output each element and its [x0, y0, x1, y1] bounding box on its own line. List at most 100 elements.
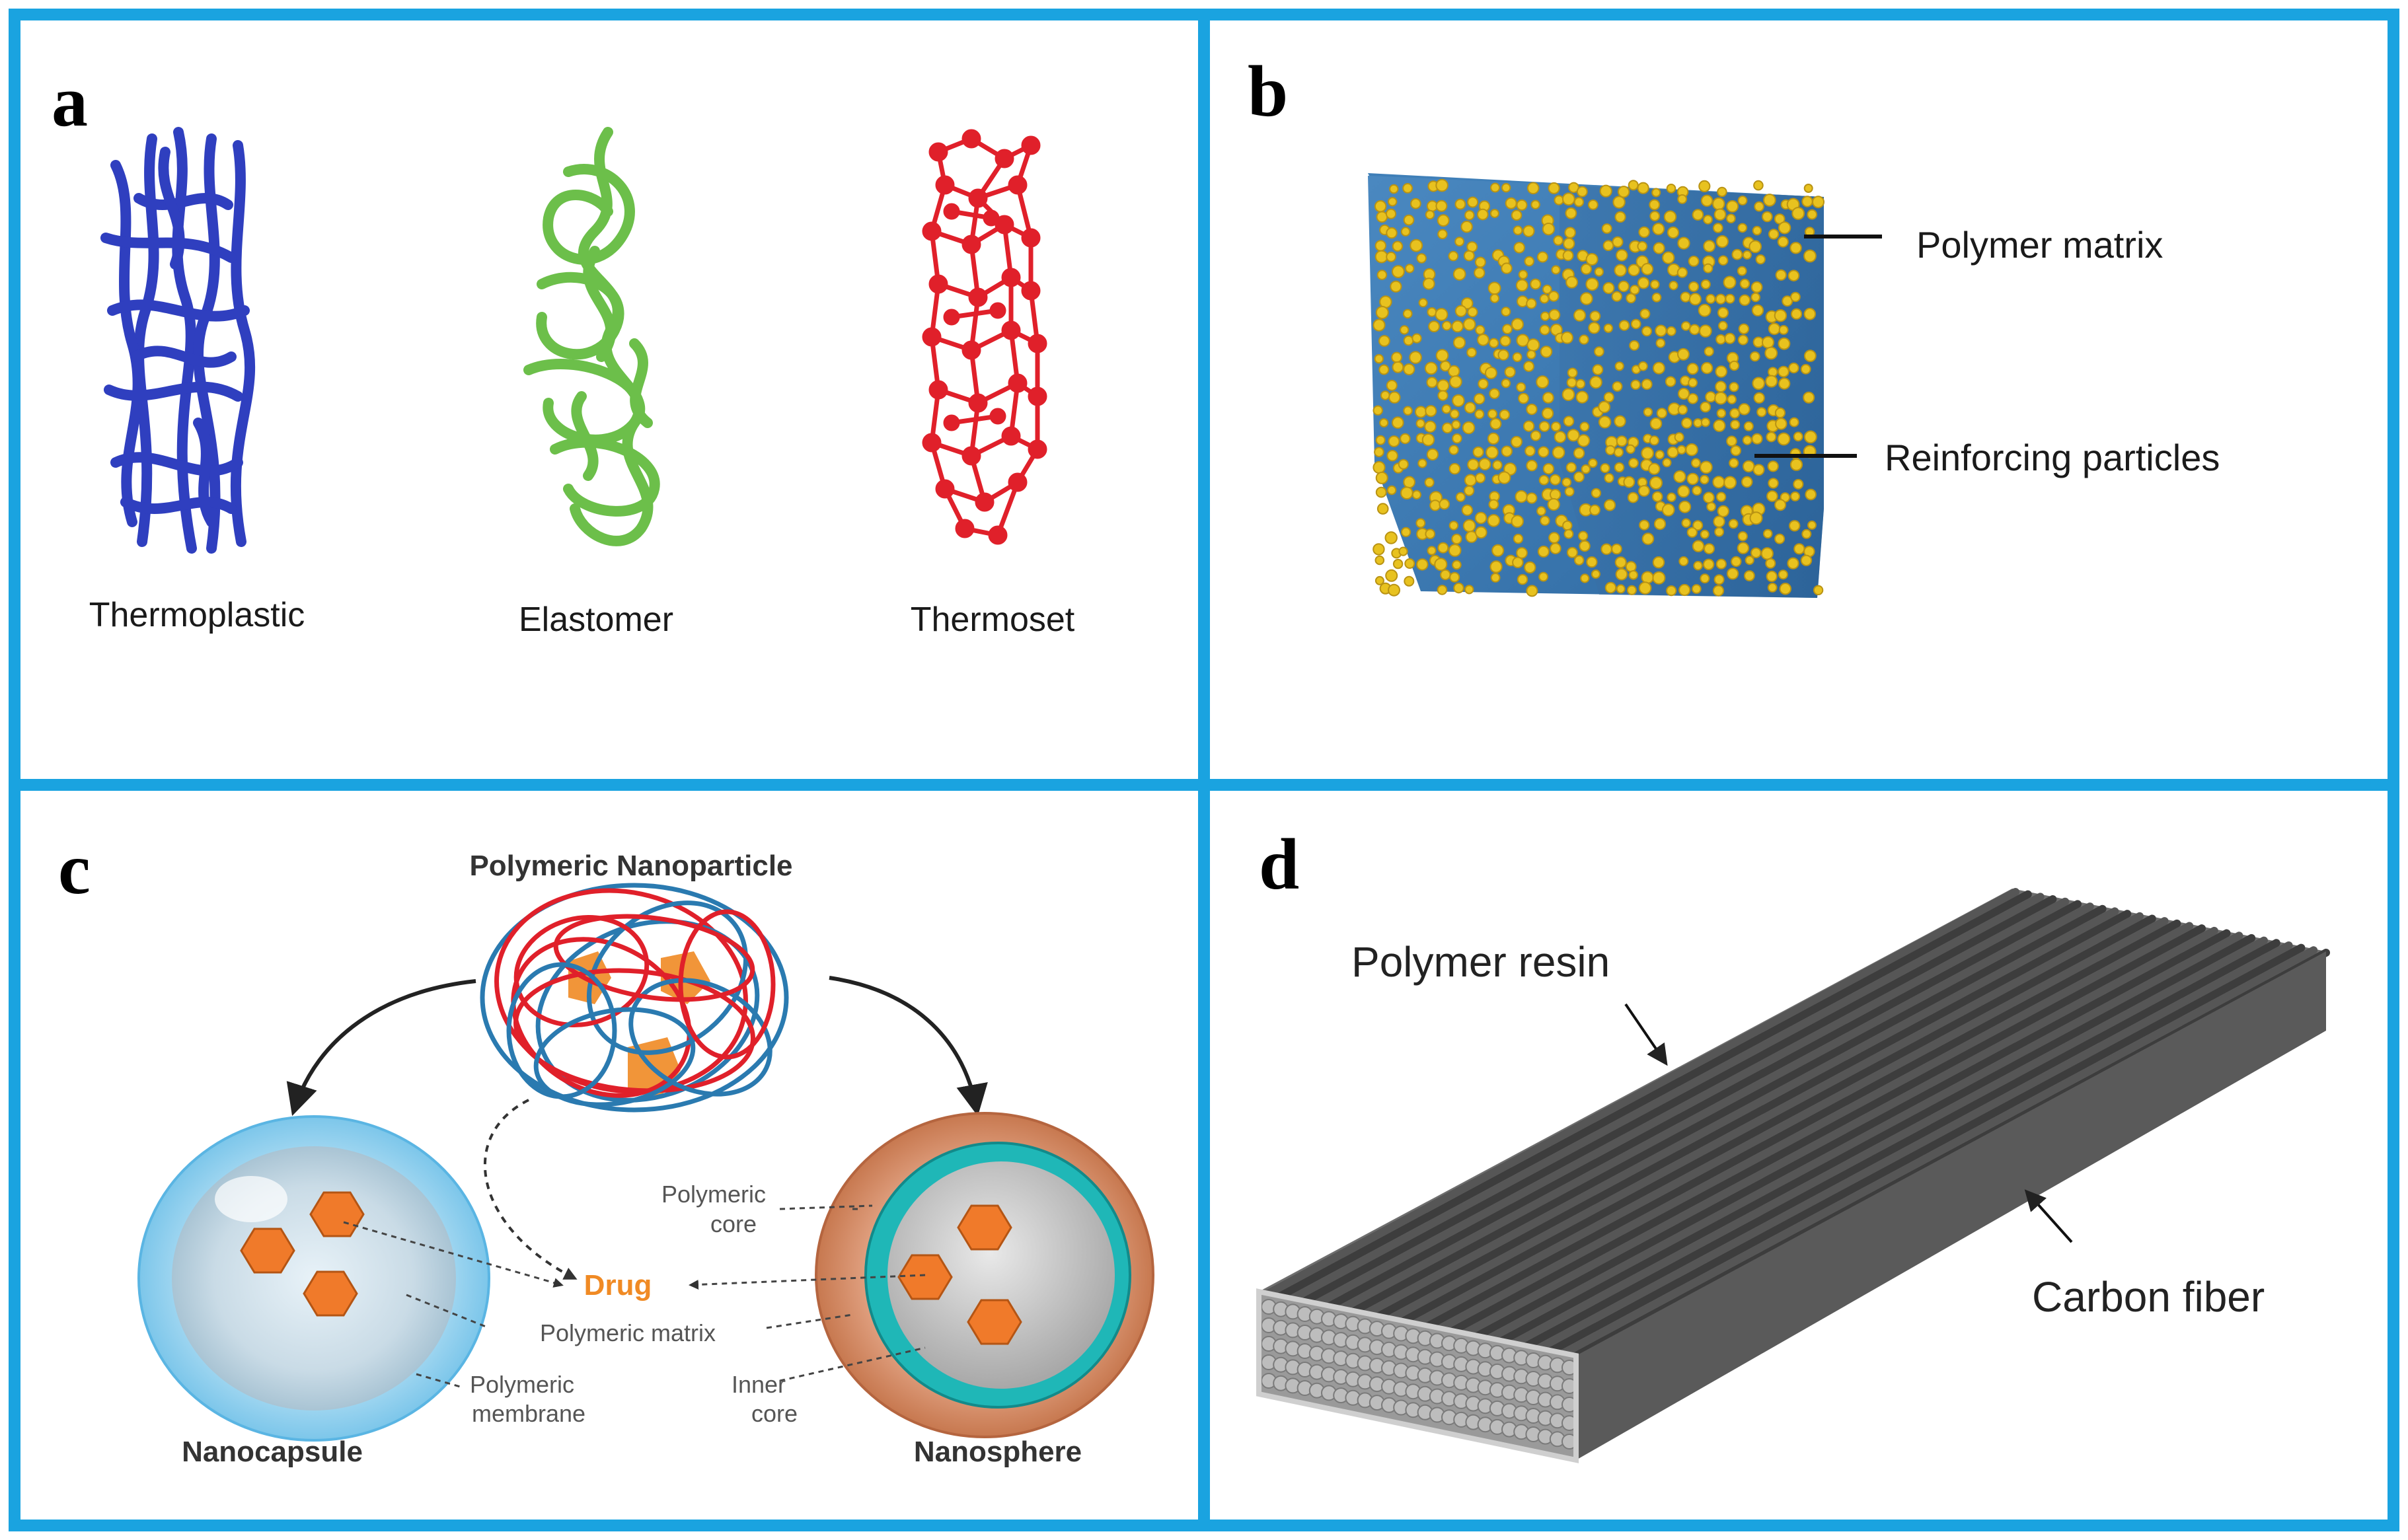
particle	[1703, 240, 1715, 252]
particle	[1750, 547, 1762, 558]
particle	[1548, 309, 1561, 321]
particle	[1681, 321, 1691, 331]
particle	[1793, 543, 1805, 555]
particle	[1639, 309, 1651, 319]
particle	[1666, 184, 1676, 194]
particle	[1641, 326, 1653, 337]
carbon-fiber	[1423, 919, 2181, 1331]
particle	[1402, 183, 1413, 194]
particle	[1598, 416, 1612, 429]
particle	[1497, 471, 1511, 484]
particle	[1751, 304, 1764, 316]
particle	[1467, 307, 1478, 318]
particle	[1738, 323, 1750, 334]
particle	[1516, 547, 1528, 559]
particle	[1663, 210, 1677, 223]
particle	[1603, 392, 1614, 403]
particle	[1778, 365, 1789, 378]
particle	[1704, 346, 1714, 357]
particle	[1718, 320, 1728, 331]
particle	[1638, 485, 1650, 497]
particle	[1501, 183, 1511, 193]
particle	[1693, 418, 1703, 428]
particle	[1442, 320, 1452, 331]
particle	[1374, 555, 1385, 566]
particle	[1530, 430, 1542, 441]
particle	[1666, 585, 1677, 597]
particle	[1627, 492, 1639, 503]
particle	[1741, 476, 1753, 488]
particle	[1791, 207, 1805, 220]
particle	[1530, 200, 1540, 209]
particle	[1573, 471, 1585, 483]
particle	[1693, 561, 1703, 571]
particle	[1744, 570, 1755, 581]
particle	[1526, 298, 1537, 309]
particle	[1526, 585, 1538, 597]
particle	[1581, 263, 1592, 275]
particle	[1428, 320, 1441, 333]
particle	[1625, 561, 1637, 573]
particle	[1774, 533, 1786, 544]
particle	[1628, 570, 1638, 580]
particle	[1703, 492, 1715, 504]
particle	[1515, 279, 1528, 292]
particle	[1552, 446, 1565, 459]
particle	[1652, 223, 1665, 235]
particle	[1639, 519, 1650, 531]
particle	[1756, 407, 1767, 418]
label-nanosphere: Nanosphere	[914, 1436, 1082, 1468]
particle	[1423, 277, 1435, 290]
particle	[1539, 324, 1550, 336]
particle	[1614, 462, 1625, 473]
particle	[1742, 435, 1752, 445]
particle	[1641, 571, 1654, 584]
arrow-nanoparticle-to-drug	[484, 1099, 578, 1280]
particle	[1400, 227, 1411, 237]
particle	[1574, 555, 1585, 566]
particle	[1392, 361, 1404, 373]
particle	[1727, 568, 1739, 580]
particle	[1618, 280, 1630, 293]
particle	[1692, 540, 1705, 552]
particle	[1717, 505, 1729, 517]
particle	[1513, 225, 1523, 236]
particle	[1775, 418, 1787, 430]
particle	[1692, 486, 1702, 496]
particle	[1499, 409, 1510, 420]
particle	[1637, 182, 1649, 194]
particle	[1400, 486, 1413, 500]
particle	[1677, 404, 1688, 415]
particle	[1424, 361, 1438, 375]
panel-letter-d: d	[1259, 824, 1299, 904]
panel-a: a	[52, 61, 1075, 639]
particle	[1790, 491, 1801, 501]
particle	[1526, 338, 1540, 351]
particle	[1467, 458, 1480, 471]
particle	[1649, 476, 1663, 490]
particle	[1712, 197, 1725, 211]
particle	[1743, 460, 1755, 473]
particle	[1437, 390, 1449, 401]
particle	[1374, 240, 1387, 252]
particle	[1614, 361, 1624, 371]
particle	[1516, 334, 1530, 348]
particle	[1589, 311, 1601, 322]
particle	[1726, 213, 1736, 224]
particle	[1602, 240, 1614, 252]
particle	[1451, 320, 1464, 333]
carbon-fiber	[1460, 926, 2218, 1338]
particle	[1567, 429, 1580, 442]
particle	[1497, 349, 1509, 361]
particle	[1700, 194, 1713, 207]
particle	[1536, 506, 1546, 516]
carbon-fiber-composite	[1256, 888, 2330, 1463]
particle	[1804, 430, 1817, 444]
particle	[1563, 237, 1575, 250]
particle	[1442, 422, 1453, 434]
particle	[1768, 322, 1781, 336]
particle	[1403, 335, 1414, 346]
particle	[1467, 196, 1479, 208]
particle	[1618, 320, 1630, 331]
particle	[1501, 379, 1511, 388]
